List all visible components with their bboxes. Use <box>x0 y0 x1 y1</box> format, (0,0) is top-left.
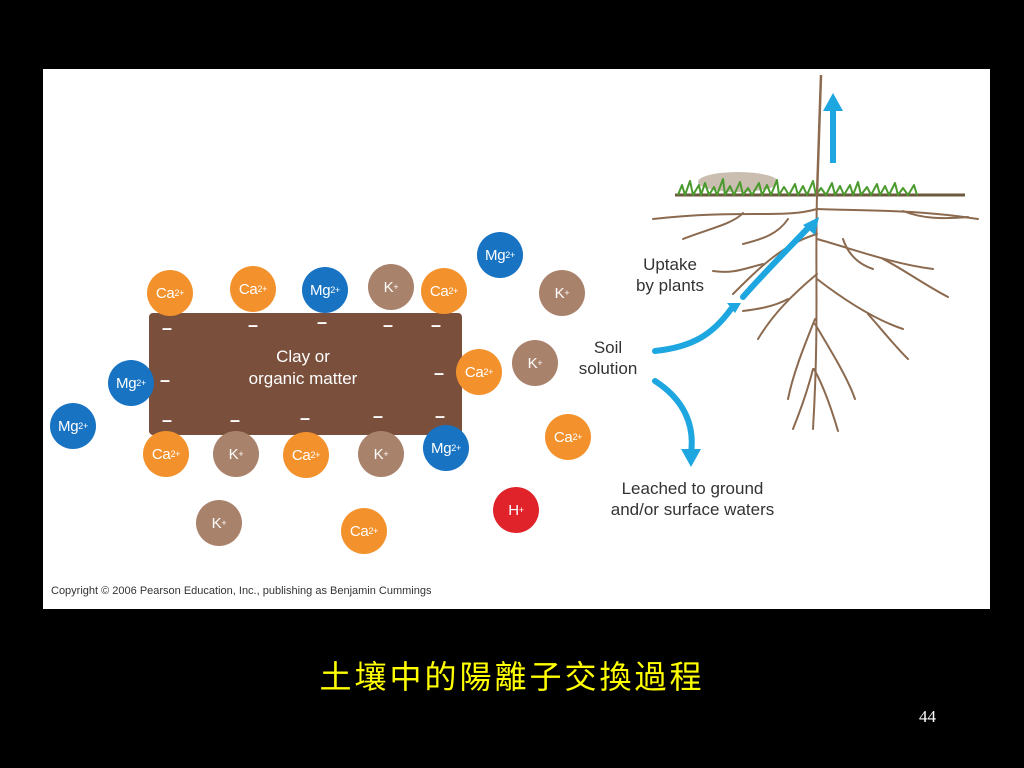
ion-symbol: Mg <box>116 375 136 392</box>
ion-symbol: Ca <box>430 283 449 300</box>
ion-symbol: K <box>528 355 538 372</box>
ion-k: K+ <box>196 500 242 546</box>
copyright-notice: Copyright © 2006 Pearson Education, Inc.… <box>51 585 431 597</box>
up-arrow-icon <box>823 93 843 163</box>
negative-charge: – <box>371 407 385 425</box>
ion-symbol: Ca <box>292 447 311 464</box>
ion-symbol: K <box>384 279 394 296</box>
negative-charge: – <box>158 371 172 389</box>
ion-symbol: K <box>555 285 565 302</box>
ion-k: K+ <box>539 270 585 316</box>
ion-h: H+ <box>493 487 539 533</box>
soil-solution-label: Soil solution <box>563 337 653 379</box>
clay-label-line1: Clay or <box>213 346 393 368</box>
negative-charge: – <box>246 316 260 334</box>
ion-symbol: K <box>212 515 222 532</box>
grass-icon <box>675 172 965 195</box>
ion-symbol: K <box>374 446 384 463</box>
leached-line1: Leached to ground <box>585 478 800 499</box>
negative-charge: – <box>315 313 329 331</box>
clay-label: Clay or organic matter <box>213 346 393 390</box>
uptake-line2: by plants <box>615 275 725 296</box>
negative-charge: – <box>432 364 446 382</box>
uptake-label: Uptake by plants <box>615 254 725 296</box>
ion-symbol: Ca <box>350 523 369 540</box>
clay-label-line2: organic matter <box>213 368 393 390</box>
ion-k: K+ <box>512 340 558 386</box>
ion-k: K+ <box>213 431 259 477</box>
ion-symbol: Mg <box>58 418 78 435</box>
ion-symbol: Mg <box>310 282 330 299</box>
ion-symbol: Ca <box>152 446 171 463</box>
ion-symbol: Ca <box>156 285 175 302</box>
negative-charge: – <box>429 316 443 334</box>
slide-caption: 土壤中的陽離子交換過程 <box>0 652 1024 698</box>
stem <box>817 75 821 195</box>
leach-arrowhead <box>681 449 701 467</box>
leached-line2: and/or surface waters <box>585 499 800 520</box>
ion-symbol: Ca <box>239 281 258 298</box>
negative-charge: – <box>433 407 447 425</box>
soil-line2: solution <box>563 358 653 379</box>
soil-line1: Soil <box>563 337 653 358</box>
ion-symbol: Mg <box>485 247 505 264</box>
diagram-panel: Clay or organic matter – – – – – – – – –… <box>43 69 990 609</box>
ion-symbol: Mg <box>431 440 451 457</box>
negative-charge: – <box>298 409 312 427</box>
negative-charge: – <box>160 319 174 337</box>
page-number: 44 <box>919 707 936 727</box>
leached-label: Leached to ground and/or surface waters <box>585 478 800 520</box>
ion-symbol: Ca <box>465 364 484 381</box>
ion-k: K+ <box>368 264 414 310</box>
negative-charge: – <box>160 411 174 429</box>
negative-charge: – <box>381 316 395 334</box>
ion-k: K+ <box>358 431 404 477</box>
ion-symbol: H <box>508 502 519 519</box>
negative-charge: – <box>228 411 242 429</box>
uptake-line1: Uptake <box>615 254 725 275</box>
leach-arrow-icon <box>655 381 692 453</box>
ion-symbol: K <box>229 446 239 463</box>
ion-symbol: Ca <box>554 429 573 446</box>
